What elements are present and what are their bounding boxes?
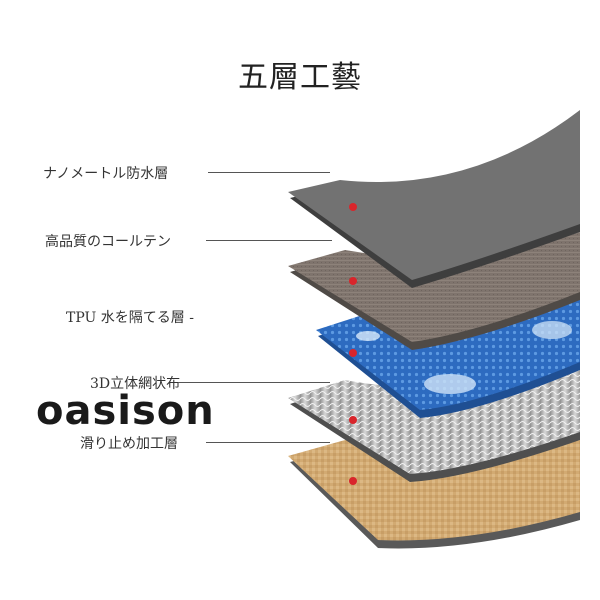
layer-5-marker-dot xyxy=(349,477,357,485)
brand-logo: oasison xyxy=(36,388,215,434)
layer-2-leader-line xyxy=(206,240,332,241)
layer-2-marker-dot xyxy=(349,277,357,285)
layer-4-leader-line xyxy=(178,382,330,383)
layer-3-label: TPU 水を隔てる層 - xyxy=(66,310,194,326)
layer-4-label: 3D立体網状布 xyxy=(90,376,181,392)
layer-1-label: ナノメートル防水層 xyxy=(43,166,169,182)
layer-4-marker-dot xyxy=(349,416,357,424)
layer-nano-coating xyxy=(288,110,580,288)
layer-2-label: 高品質のコールテン xyxy=(45,234,171,250)
diagram-title: 五層工藝 xyxy=(238,60,362,95)
layer-5-leader-line xyxy=(206,442,330,443)
layer-5-label: 滑り止め加工層 xyxy=(80,436,178,452)
layer-3-marker-dot xyxy=(349,349,357,357)
layer-1-leader-line xyxy=(208,172,330,173)
layer-1-marker-dot xyxy=(349,203,357,211)
layer-corduroy xyxy=(288,232,580,350)
